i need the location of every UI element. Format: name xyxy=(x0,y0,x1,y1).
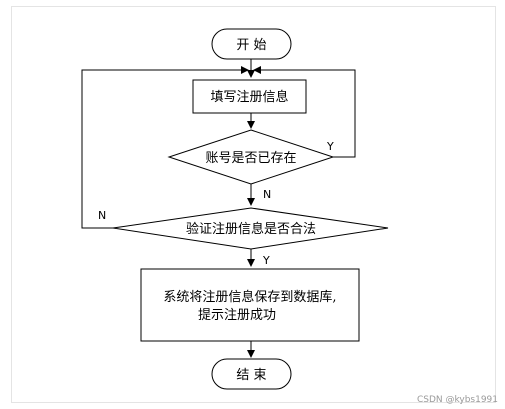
fill-info-label: 填写注册信息 xyxy=(210,89,288,105)
save-line2: 提示注册成功 xyxy=(198,307,276,323)
validate-label: 验证注册信息是否合法 xyxy=(186,221,316,237)
loop-yes-exists xyxy=(253,66,356,158)
end-label: 结 束 xyxy=(236,368,266,383)
label-no-exists: N xyxy=(263,188,271,201)
label-yes-exists: Y xyxy=(326,140,334,153)
figure-frame xyxy=(11,6,496,403)
loop-no-valid xyxy=(81,66,249,229)
account-exists-label: 账号是否已存在 xyxy=(205,151,296,166)
label-yes-valid: Y xyxy=(262,254,270,267)
save-line1: 系统将注册信息保存到数据库, xyxy=(163,289,336,305)
watermark: CSDN @kybs1991 xyxy=(417,395,498,405)
label-no-valid: N xyxy=(98,209,106,222)
save-box xyxy=(140,268,360,342)
end-terminal xyxy=(211,358,292,390)
start-label: 开 始 xyxy=(236,38,266,53)
fill-info-box xyxy=(192,79,307,114)
